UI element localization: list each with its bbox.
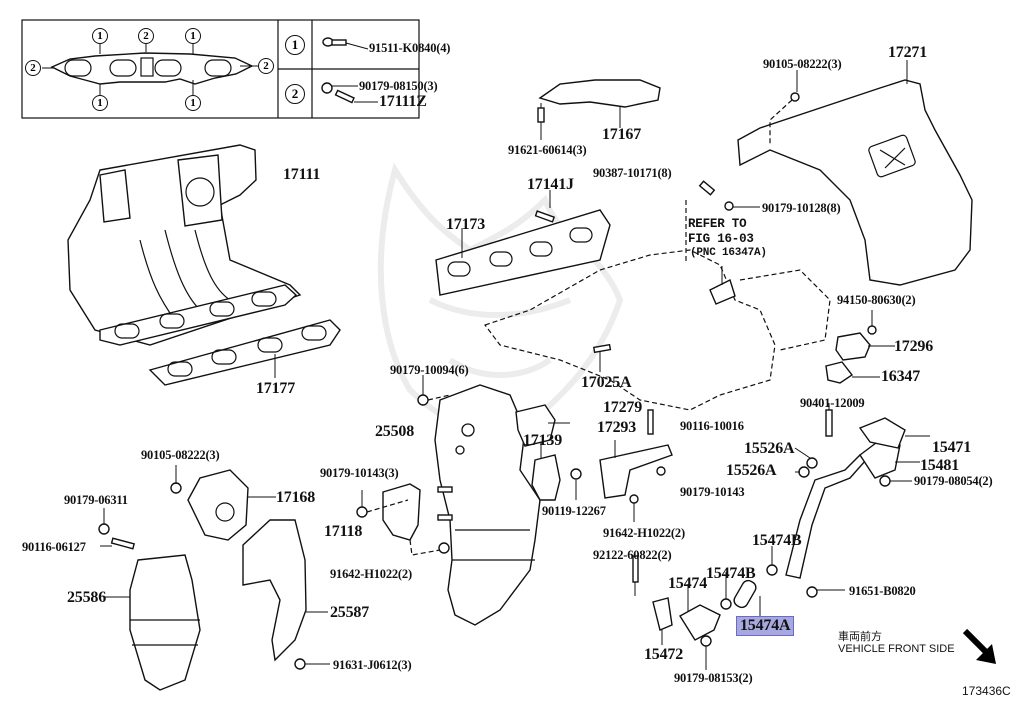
part-label[interactable]: 15474B	[752, 532, 802, 549]
legend-gasket-drawing	[50, 52, 254, 85]
legend-box	[21, 19, 420, 119]
highlighted-part-label[interactable]: 15474A	[736, 616, 795, 636]
legend-callout: 2	[25, 60, 41, 76]
part-label[interactable]: 15481	[920, 457, 960, 474]
part-label[interactable]: 15526A	[726, 462, 777, 479]
part-label[interactable]: 25587	[330, 604, 370, 621]
part-label[interactable]: 17139	[523, 432, 563, 449]
arrow-down-right-icon	[962, 628, 996, 664]
diagram-code: 173436C	[962, 684, 1011, 698]
part-label[interactable]: 90179-10143(3)	[320, 466, 399, 480]
part-label[interactable]: 91642-H1022(2)	[603, 526, 685, 540]
turbocharger-reference-drawing	[484, 200, 831, 411]
reference-note: (PNC 16347A)	[690, 247, 767, 259]
legend-callout: 2	[258, 58, 274, 74]
heat-insulator-17168-drawing	[170, 465, 276, 541]
legend-key-1: 1	[285, 35, 305, 55]
legend-callout: 1	[185, 28, 201, 44]
part-label[interactable]: 90179-10094(6)	[390, 363, 469, 377]
part-label[interactable]: 15472	[644, 646, 684, 663]
bracket-17293-drawing	[531, 409, 673, 522]
bracket-17118-drawing	[356, 483, 453, 556]
part-label[interactable]: 90179-10143	[680, 485, 745, 499]
part-label[interactable]: 17177	[256, 380, 296, 397]
part-label[interactable]: 17167	[602, 126, 642, 143]
part-label[interactable]: 90105-08222(3)	[141, 448, 220, 462]
part-label[interactable]: 17111	[283, 166, 321, 183]
legend-callout: 1	[92, 28, 108, 44]
intake-gasket-drawing	[148, 319, 341, 386]
part-label[interactable]: 90105-08222(3)	[763, 57, 842, 71]
part-label[interactable]: 17271	[888, 44, 928, 61]
part-label[interactable]: 90119-12267	[542, 504, 606, 518]
part-label[interactable]: 90116-06127	[22, 540, 86, 554]
intake-manifold-drawing	[67, 144, 302, 346]
part-label[interactable]: 17279	[603, 399, 643, 416]
stud-icon	[334, 89, 378, 104]
part-label[interactable]: 90116-10016	[680, 419, 744, 433]
bolt-icon	[322, 37, 369, 50]
part-label[interactable]: 17296	[894, 338, 934, 355]
part-label[interactable]: 17111Z	[379, 93, 427, 110]
vehicle-front-label-japanese: 車両前方	[838, 631, 882, 643]
part-label[interactable]: 91642-H1022(2)	[330, 567, 412, 581]
part-label[interactable]: 17025A	[581, 374, 632, 391]
part-label[interactable]: 90179-08150(3)	[359, 79, 438, 93]
part-label[interactable]: 90401-12009	[800, 396, 865, 410]
part-label[interactable]: 91651-B0820	[849, 584, 916, 598]
part-label[interactable]: 91621-60614(3)	[508, 143, 587, 157]
part-label[interactable]: 17173	[446, 216, 486, 233]
part-label[interactable]: 90179-08153(2)	[674, 671, 753, 685]
part-label[interactable]: 90179-10128(8)	[762, 201, 841, 215]
part-label[interactable]: 15526A	[744, 440, 795, 457]
part-label[interactable]: 94150-80630(2)	[837, 293, 916, 307]
part-label[interactable]: 25508	[375, 423, 415, 440]
part-label[interactable]: 17293	[597, 419, 637, 436]
part-label[interactable]: 91511-K0840(4)	[369, 41, 451, 55]
exhaust-gasket-17173-drawing	[435, 190, 611, 296]
exhaust-manifold-converter-drawing	[417, 375, 570, 626]
legend-key-2: 2	[285, 84, 305, 104]
part-label[interactable]: 92122-60822(2)	[593, 548, 672, 562]
part-label[interactable]: 90387-10171(8)	[593, 166, 672, 180]
part-label[interactable]: 15474	[668, 575, 708, 592]
part-label[interactable]: 15474B	[706, 565, 756, 582]
part-label[interactable]: 90179-06311	[64, 493, 128, 507]
part-label[interactable]: 91631-J0612(3)	[333, 658, 412, 672]
part-label[interactable]: 17118	[324, 523, 363, 540]
reference-note: FIG 16-03	[688, 232, 754, 246]
legend-callout: 2	[138, 28, 154, 44]
part-label[interactable]: 16347	[881, 368, 921, 385]
part-label[interactable]: 17168	[276, 489, 316, 506]
legend-callout: 1	[185, 95, 201, 111]
part-label[interactable]: 15471	[932, 439, 972, 456]
heat-insulator-25587-drawing	[242, 519, 330, 670]
nut-icon	[321, 82, 358, 94]
heat-insulator-25586-drawing	[98, 508, 201, 691]
part-label[interactable]: 17141J	[527, 176, 574, 193]
reference-note: REFER TO	[688, 217, 747, 231]
oil-pipe-assembly-drawing	[632, 403, 930, 670]
part-label[interactable]: 90179-08054(2)	[914, 474, 993, 488]
legend-callout: 1	[92, 95, 108, 111]
heat-insulator-17271-drawing	[737, 60, 973, 286]
vehicle-front-label: VEHICLE FRONT SIDE	[838, 643, 955, 655]
cover-plate-drawing	[825, 310, 895, 384]
part-label[interactable]: 25586	[67, 589, 107, 606]
bracket-17167-drawing	[537, 79, 661, 140]
